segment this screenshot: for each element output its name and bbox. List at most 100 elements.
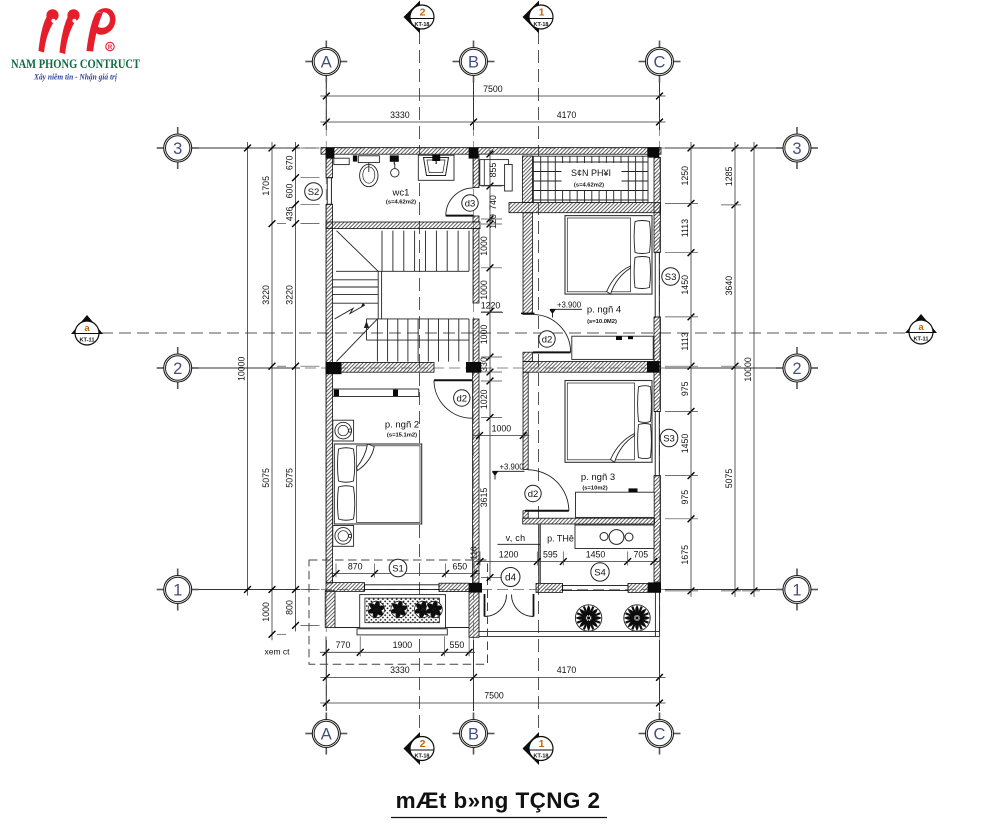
svg-text:120: 120 (488, 214, 498, 229)
svg-text:NAM PHONG CONTRUCT: NAM PHONG CONTRUCT (11, 56, 140, 71)
svg-text:KT-18: KT-18 (534, 754, 550, 760)
svg-text:2: 2 (173, 360, 182, 378)
svg-text:10000: 10000 (236, 356, 246, 381)
svg-text:3615: 3615 (479, 488, 489, 508)
svg-text:1: 1 (173, 581, 182, 599)
svg-text:d2: d2 (542, 334, 553, 345)
svg-text:1113: 1113 (680, 332, 690, 350)
svg-text:mÆt b»ng TÇNG 2: mÆt b»ng TÇNG 2 (396, 788, 601, 813)
svg-text:705: 705 (633, 550, 648, 560)
svg-text:600: 600 (284, 184, 294, 199)
svg-text:d3: d3 (465, 198, 476, 209)
svg-text:(s=10.0M2): (s=10.0M2) (587, 319, 617, 325)
svg-text:+3.900: +3.900 (557, 301, 582, 310)
svg-text:3640: 3640 (724, 276, 734, 296)
svg-text:a: a (918, 322, 924, 333)
svg-text:A: A (321, 53, 332, 71)
svg-text:(s=15.1m2): (s=15.1m2) (387, 432, 417, 438)
svg-text:1450: 1450 (680, 434, 690, 454)
svg-text:p. THê: p. THê (547, 534, 574, 544)
svg-text:KT-18: KT-18 (534, 22, 550, 28)
svg-text:550: 550 (450, 640, 465, 650)
svg-text:Xây niềm tin - Nhận giá trị: Xây niềm tin - Nhận giá trị (33, 72, 117, 82)
svg-text:650: 650 (452, 562, 467, 572)
svg-text:(s=4.62m2): (s=4.62m2) (386, 199, 416, 205)
svg-text:1: 1 (539, 7, 545, 19)
svg-text:2: 2 (420, 7, 426, 19)
svg-text:B: B (468, 725, 479, 743)
svg-text:1675: 1675 (680, 545, 690, 565)
svg-text:7500: 7500 (484, 691, 504, 701)
svg-text:p. ngñ 2: p. ngñ 2 (385, 419, 419, 430)
svg-text:1285: 1285 (724, 167, 734, 187)
svg-text:436: 436 (284, 206, 294, 221)
svg-text:3220: 3220 (261, 285, 271, 305)
svg-text:1: 1 (792, 581, 801, 599)
svg-text:1220: 1220 (481, 301, 501, 311)
svg-text:110: 110 (469, 546, 479, 560)
svg-text:KT-11: KT-11 (914, 337, 929, 343)
svg-text:1000: 1000 (479, 236, 489, 256)
svg-text:4170: 4170 (557, 110, 577, 120)
svg-text:1113: 1113 (680, 219, 690, 237)
svg-text:+3.900: +3.900 (500, 463, 525, 472)
svg-text:d4: d4 (505, 573, 517, 584)
svg-text:5075: 5075 (284, 468, 294, 488)
svg-text:1450: 1450 (680, 275, 690, 295)
svg-text:1000: 1000 (479, 280, 489, 300)
svg-text:2: 2 (792, 360, 801, 378)
svg-text:v, ch: v, ch (506, 533, 526, 543)
svg-text:3330: 3330 (390, 665, 410, 675)
svg-text:3: 3 (173, 140, 182, 158)
svg-text:wc1: wc1 (392, 188, 410, 199)
svg-text:S3: S3 (663, 433, 675, 444)
svg-text:d2: d2 (528, 489, 539, 500)
svg-text:A: A (321, 725, 332, 743)
svg-text:(s=4.62m2): (s=4.62m2) (574, 183, 604, 189)
svg-text:1000: 1000 (479, 325, 489, 345)
svg-text:(s=10m2): (s=10m2) (582, 485, 607, 491)
svg-text:KT-11: KT-11 (80, 338, 95, 344)
svg-text:C: C (654, 53, 666, 71)
svg-text:C: C (654, 725, 666, 743)
svg-text:1000: 1000 (261, 602, 271, 622)
svg-text:B: B (468, 53, 479, 71)
svg-text:740: 740 (488, 195, 498, 210)
svg-text:975: 975 (680, 381, 690, 396)
svg-text:3220: 3220 (284, 285, 294, 305)
svg-text:870: 870 (348, 562, 363, 572)
svg-text:KT-18: KT-18 (415, 754, 431, 760)
svg-text:595: 595 (543, 550, 558, 560)
svg-text:670: 670 (284, 155, 294, 170)
svg-text:7500: 7500 (483, 84, 503, 94)
svg-text:R: R (108, 45, 113, 51)
svg-text:S2: S2 (308, 187, 320, 198)
svg-text:d2: d2 (457, 393, 468, 404)
svg-text:1900: 1900 (393, 640, 413, 650)
svg-text:1020: 1020 (479, 389, 489, 409)
svg-text:S1: S1 (392, 563, 404, 574)
svg-text:3: 3 (792, 140, 801, 158)
svg-text:2: 2 (420, 738, 426, 750)
svg-text:10000: 10000 (743, 357, 753, 382)
svg-text:1000: 1000 (492, 424, 512, 434)
svg-text:5075: 5075 (261, 468, 271, 488)
svg-text:S4: S4 (594, 567, 606, 578)
svg-text:800: 800 (284, 600, 294, 615)
svg-text:3330: 3330 (390, 110, 410, 120)
svg-text:1: 1 (539, 738, 545, 750)
svg-text:KT-18: KT-18 (415, 22, 431, 28)
svg-text:1200: 1200 (499, 550, 519, 560)
svg-text:1250: 1250 (680, 166, 690, 186)
svg-text:a: a (84, 323, 90, 334)
svg-text:4170: 4170 (557, 665, 577, 675)
svg-text:1450: 1450 (586, 550, 606, 560)
svg-text:855: 855 (488, 163, 498, 178)
svg-text:975: 975 (680, 490, 690, 505)
svg-text:xem ct: xem ct (264, 646, 290, 656)
svg-text:770: 770 (336, 640, 351, 650)
svg-text:S3: S3 (665, 272, 677, 283)
svg-text:5075: 5075 (724, 469, 734, 489)
svg-text:330: 330 (479, 357, 489, 372)
svg-text:S¢N PH¥I: S¢N PH¥I (571, 168, 611, 178)
